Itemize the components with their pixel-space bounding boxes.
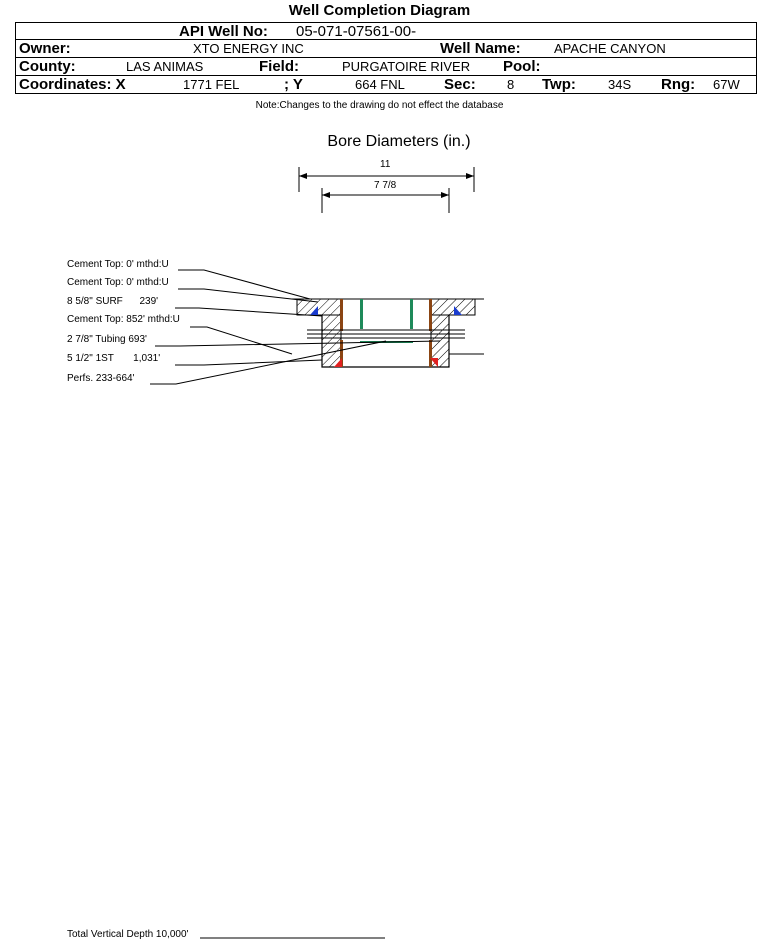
production-casing — [340, 340, 432, 367]
inner-diameter-label: 7 7/8 — [374, 180, 397, 191]
well-name-value: APACHE CANYON — [554, 41, 666, 56]
outer-diameter-label: 11 — [380, 159, 391, 170]
county-value: LAS ANIMAS — [126, 59, 204, 74]
field-value: PURGATOIRE RIVER — [342, 59, 471, 74]
bore-dimension-lines — [298, 167, 475, 213]
total-depth-label: Total Vertical Depth 10,000' — [67, 929, 189, 940]
pool-label: Pool: — [503, 58, 541, 75]
owner-value: XTO ENERGY INC — [193, 41, 304, 56]
coordinates-row: Coordinates: X 1771 FEL ; Y 664 FNL Sec:… — [15, 76, 757, 94]
callout-production-casing: 5 1/2" 1ST 1,031' — [67, 353, 161, 364]
field-label: Field: — [259, 58, 299, 75]
county-row: County: LAS ANIMAS Field: PURGATOIRE RIV… — [15, 58, 757, 76]
callout-cement-top-2: Cement Top: 0' mthd:U — [67, 277, 169, 288]
leader-band — [307, 329, 465, 339]
coord-y-value: 664 FNL — [355, 77, 405, 92]
rng-label: Rng: — [661, 76, 696, 93]
county-label: County: — [19, 58, 76, 75]
surface-cement — [296, 298, 476, 368]
callout-perforations: Perfs. 233-664' — [67, 373, 135, 384]
database-note: Note:Changes to the drawing do not effec… — [255, 100, 504, 111]
callout-leaders — [150, 269, 484, 385]
tubing — [360, 299, 413, 343]
callout-surface-casing: 8 5/8" SURF 239' — [67, 296, 159, 307]
surface-casing — [340, 299, 432, 331]
twp-label: Twp: — [542, 76, 576, 93]
sec-label: Sec: — [444, 76, 476, 93]
borehole-outline — [321, 315, 450, 368]
api-value: 05-071-07561-00- — [296, 23, 417, 40]
shoe-marker-left — [334, 358, 342, 367]
cement-top-marker-left — [310, 306, 318, 315]
sec-value: 8 — [507, 77, 515, 92]
cement-top-marker-right — [454, 306, 462, 315]
owner-label: Owner: — [19, 40, 71, 57]
rng-value: 67W — [713, 77, 740, 92]
bore-diameters-title: Bore Diameters (in.) — [327, 133, 471, 150]
api-row: API Well No: 05-071-07561-00- — [15, 22, 757, 40]
diagram-title: Well Completion Diagram — [288, 2, 471, 19]
owner-row: Owner: XTO ENERGY INC Well Name: APACHE … — [15, 40, 757, 58]
shoe-marker-right — [430, 358, 438, 367]
api-label: API Well No: — [179, 23, 268, 40]
well-name-label: Well Name: — [440, 40, 521, 57]
callout-tubing: 2 7/8" Tubing 693' — [67, 334, 147, 345]
twp-value: 34S — [608, 77, 632, 92]
callout-cement-top-1: Cement Top: 0' mthd:U — [67, 259, 169, 270]
coord-x-value: 1771 FEL — [183, 77, 240, 92]
coord-x-label: Coordinates: X — [19, 76, 126, 93]
coord-y-label: ; Y — [284, 76, 303, 93]
callout-cement-top-3: Cement Top: 852' mthd:U — [67, 314, 180, 325]
